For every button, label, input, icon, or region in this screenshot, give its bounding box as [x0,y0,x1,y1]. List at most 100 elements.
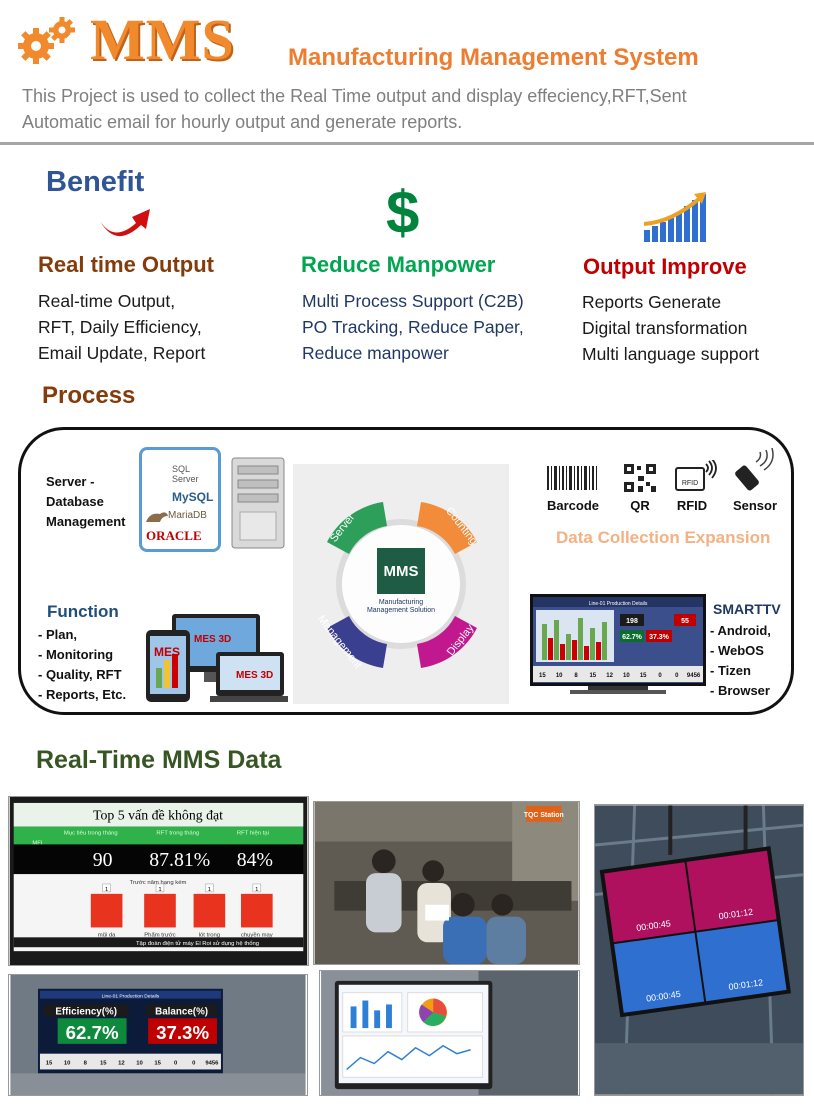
gears-logo-icon [18,17,75,64]
device-label-mes: MES [154,645,180,659]
logo-text: MMS [90,7,235,72]
count-cell: 0 [192,1061,196,1067]
smarttv-list: - Android,- WebOS- Tizen- Browser [710,623,771,698]
smart-tv-dashboard-icon: Line-01 Production Details 62.7% 37.3% 1… [530,594,706,694]
count-cell: 10 [623,673,630,679]
realtime-title: Real-Time MMS Data [36,746,282,774]
wheel-center-sub1: Manufacturing [379,599,423,606]
count-cell: 15 [46,1061,53,1067]
hanging-display-photo: 00:00:45 00:01:12 00:00:45 00:01:12 [594,804,804,1096]
wheel-center-title: MMS [384,563,419,580]
wheel-segment-server [327,502,387,554]
hang-time-3: 00:00:45 [646,989,682,1004]
benefit-text-manpower: Multi Process Support (C2B)PO Tracking, … [302,291,524,363]
function-title: Function [47,602,119,621]
benefit-text-realtime: Real-time Output,RFT, Daily Efficiency,E… [38,291,206,363]
benefit-heading-manpower: Reduce Manpower [301,252,496,277]
dc-label-sensor: Sensor [732,498,778,513]
server-tower-icon [231,457,285,549]
tv-kpi-efficiency: 62.7% [622,634,643,641]
wheel-segment-counting [417,502,477,554]
board1-subtitle: Trước năm hạng kém [130,880,187,886]
count-cell: 15 [589,673,596,679]
smarttv-title: SMARTTV [713,601,781,617]
mes-devices-icon: MES MES 3D MES 3D [146,614,288,702]
rfid-tag-icon: RFID [675,460,717,491]
count-cell: 8 [574,673,578,679]
monitor-report-photo [319,970,580,1096]
board2-balance-label: Balance(%) [155,1006,208,1017]
board1-col2: RFT trong tháng [156,831,199,837]
board1-value2: 87.81% [149,849,210,871]
count-cell: 12 [118,1061,125,1067]
count-cell: 10 [64,1061,71,1067]
count-cell: 15 [154,1061,161,1067]
wheel-segment-display [417,616,477,668]
dc-label-rfid: RFID [676,498,708,513]
rfid-tag-text: RFID [682,480,698,487]
wheel-segment-management [327,616,387,668]
hang-time-2: 00:01:12 [718,907,754,922]
efficiency-dashboard-photo: Line-01 Production Details Efficiency(%)… [8,974,308,1096]
dollar-icon: $ [386,179,420,246]
board1-value1: 90 [93,849,113,871]
board1-bar-value-3: 1 [208,887,211,893]
benefit-heading-realtime: Real time Output [38,252,215,277]
mms-cycle-diagram: MMS Manufacturing Management Solution Se… [293,464,509,704]
process-title: Process [42,382,136,409]
board1-bar-value-1: 1 [105,887,108,893]
count-cell: 9456 [205,1061,219,1067]
data-collection-title: Data Collection Expansion [556,528,771,547]
board1-col3: RFT hiện tại [237,831,269,837]
dc-label-qr: QR [630,498,650,513]
photo-sign: TQC Station [524,812,564,819]
count-cell: 0 [675,673,679,679]
board2-efficiency-label: Efficiency(%) [55,1006,117,1017]
rft-dashboard-photo: Top 5 vấn đề không đạt Mục tiêu trong th… [8,796,309,966]
tv-kpi-4: 55 [681,618,689,625]
count-cell: 9456 [687,673,701,679]
count-cell: 12 [606,673,613,679]
board2-efficiency-value: 62.7% [66,1022,119,1043]
growth-bar-chart-icon [643,192,706,242]
divider [0,142,814,145]
description-line-1: This Project is used to collect the Real… [22,86,687,106]
description-line-2: Automatic email for hourly output and ge… [22,112,463,132]
board2-balance-value: 37.3% [156,1022,209,1043]
count-cell: 15 [640,673,647,679]
tv-title: Line-01 Production Details [589,601,648,607]
count-cell: 15 [100,1061,107,1067]
hang-time-4: 00:01:12 [728,977,764,992]
count-cell: 15 [539,673,546,679]
process-diagram [18,427,794,715]
mariadb-seal-icon [146,512,168,522]
board1-col1: Mục tiêu trong tháng [64,831,118,837]
tv-kpi-3: 198 [626,618,638,625]
count-cell: 0 [658,673,662,679]
board1-bar-label-1: mũi da [98,932,116,938]
sensor-icon [735,448,774,491]
wheel-center-sub2: Management Solution [367,607,435,614]
count-cell: 8 [84,1061,88,1067]
hang-time-1: 00:00:45 [636,918,672,933]
count-cell: 10 [136,1061,143,1067]
count-cell: 10 [556,673,563,679]
benefit-title: Benefit [46,166,145,198]
device-label-mes3d-2: MES 3D [236,670,273,681]
count-cell: 0 [174,1061,178,1067]
board1-bar-label-3: lót trong [199,932,220,938]
factory-workers-photo: TQC Station [313,801,580,965]
device-label-mes3d-1: MES 3D [194,634,231,645]
tv-count-row: 15 10 8 15 12 10 15 0 0 9456 [539,673,701,679]
board1-bar-value-4: 1 [255,887,258,893]
board1-bar-label-4: chuyền may [241,932,273,938]
function-list: - Plan,- Monitoring- Quality, RFT- Repor… [38,627,127,702]
barcode-icon [547,466,597,490]
board2-header: Line-01 Production Details [102,994,160,1000]
benefit-heading-output: Output Improve [583,254,747,279]
board1-row-label: MFI [32,840,43,846]
board1-value3: 84% [237,849,273,871]
page-subtitle: Manufacturing Management System [288,44,699,71]
